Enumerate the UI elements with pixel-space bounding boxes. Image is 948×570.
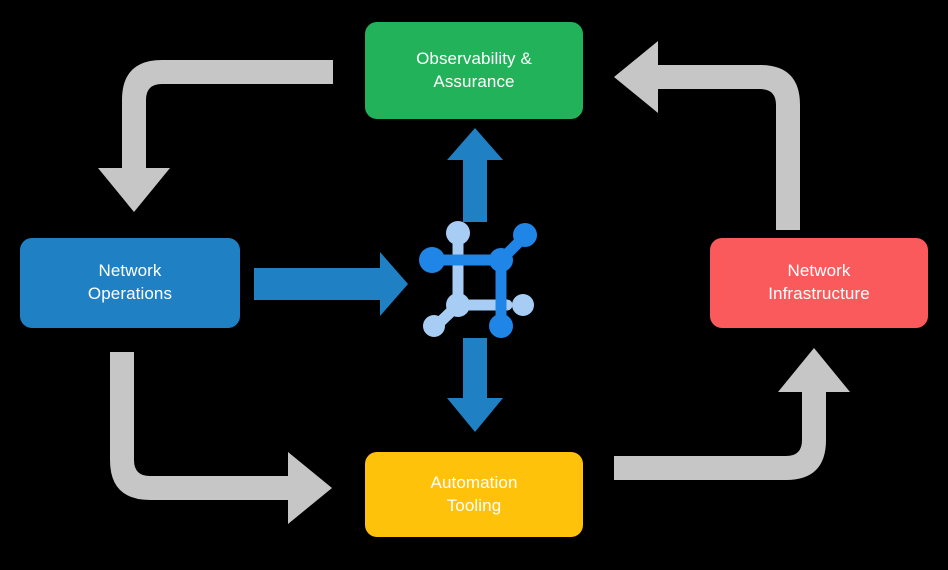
arrow-operations-to-center bbox=[254, 252, 408, 316]
arrow-center-to-automation bbox=[447, 338, 503, 432]
node-label-observability: Observability & Assurance bbox=[416, 48, 532, 91]
node-label-automation: Automation Tooling bbox=[430, 472, 518, 515]
arrow-center-to-observability bbox=[447, 128, 503, 222]
node-network-operations[interactable]: Network Operations bbox=[20, 238, 240, 328]
node-label-operations: Network Operations bbox=[87, 261, 173, 303]
arrow-infrastructure-to-observability bbox=[614, 41, 800, 230]
arrow-observability-to-operations bbox=[98, 60, 333, 212]
network-topology-icon bbox=[419, 221, 537, 338]
node-observability-assurance[interactable]: Observability & Assurance bbox=[365, 22, 583, 119]
arrow-automation-to-infrastructure bbox=[614, 348, 850, 480]
node-label-infrastructure: Network Infrastructure bbox=[768, 261, 870, 303]
node-automation-tooling[interactable]: Automation Tooling bbox=[365, 452, 583, 537]
node-network-infrastructure[interactable]: Network Infrastructure bbox=[710, 238, 928, 328]
arrow-operations-to-automation bbox=[110, 352, 332, 524]
